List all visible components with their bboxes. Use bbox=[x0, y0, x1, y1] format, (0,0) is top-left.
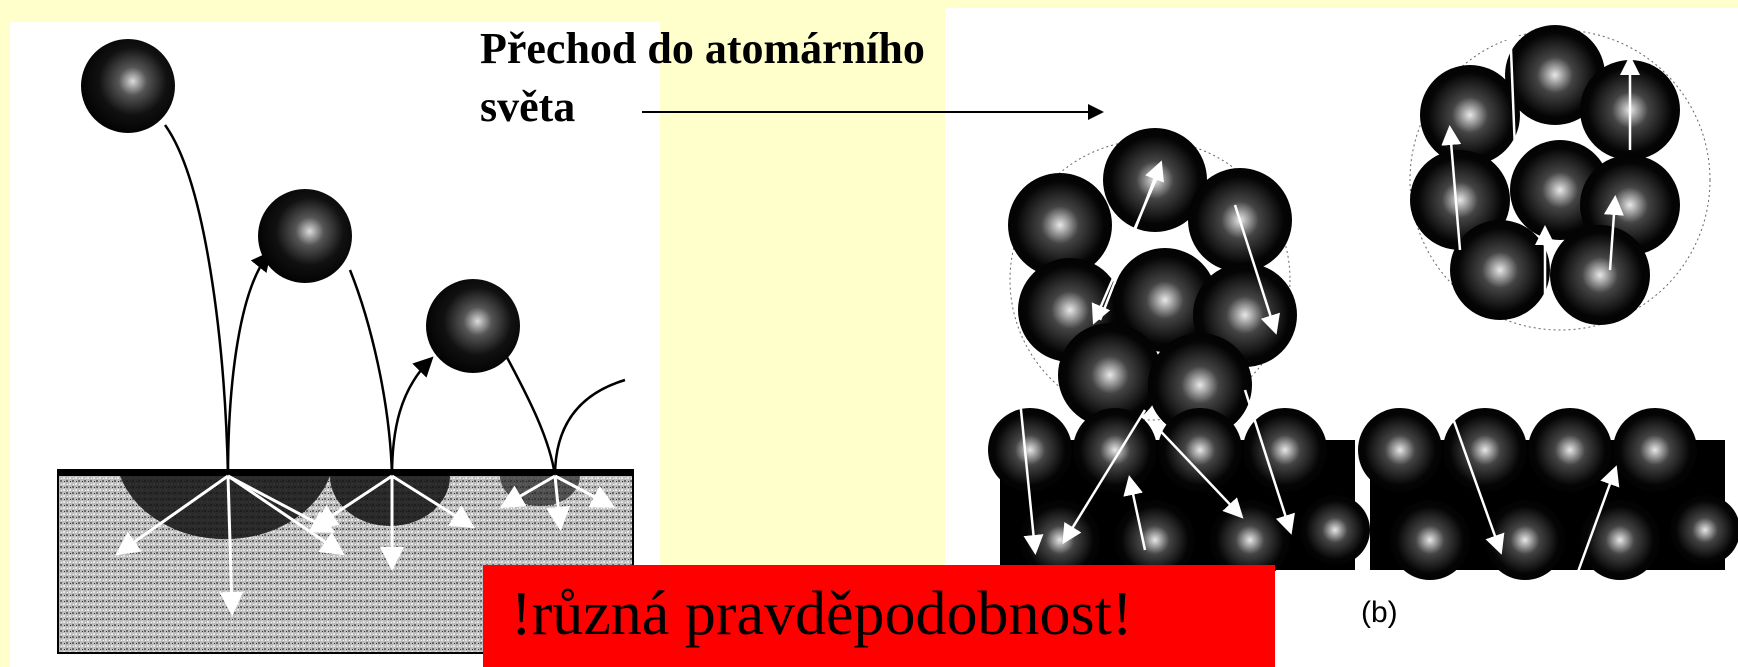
probability-banner: !různá pravděpodobnost! bbox=[483, 565, 1275, 667]
atomic-surface-b bbox=[1358, 408, 1738, 580]
trajectory-1 bbox=[163, 124, 230, 477]
title-line-1: Přechod do atomárního bbox=[480, 24, 925, 73]
trajectory-3 bbox=[348, 269, 394, 477]
reflection-arrows-3 bbox=[499, 474, 616, 531]
ball-1 bbox=[81, 39, 175, 133]
cluster-a-outline bbox=[1009, 139, 1291, 421]
ball-3 bbox=[426, 279, 520, 373]
cluster-a bbox=[1008, 128, 1297, 437]
surface-top-edge bbox=[58, 470, 633, 476]
impact-shadow-2 bbox=[330, 476, 450, 526]
atomic-scene bbox=[988, 20, 1738, 581]
title-line-2: světa bbox=[480, 82, 576, 131]
reflection-arrows-2 bbox=[312, 474, 476, 571]
panel-label-b: (b) bbox=[1361, 596, 1398, 629]
classical-scene bbox=[57, 39, 634, 654]
impact-shadow-1 bbox=[120, 476, 330, 540]
trajectory-2 bbox=[226, 251, 272, 477]
atomic-arrows-a bbox=[1018, 160, 1295, 555]
slide-title: Přechod do atomárního světa bbox=[480, 20, 925, 136]
trajectory-6 bbox=[553, 378, 626, 477]
banner-text: !různá pravděpodobnost! bbox=[511, 580, 1133, 648]
atomic-arrows-b bbox=[1441, 20, 1640, 581]
trajectory-5 bbox=[501, 349, 557, 477]
atomic-surface-a bbox=[988, 408, 1370, 580]
ball-2 bbox=[258, 189, 352, 283]
trajectory-4 bbox=[390, 356, 434, 477]
